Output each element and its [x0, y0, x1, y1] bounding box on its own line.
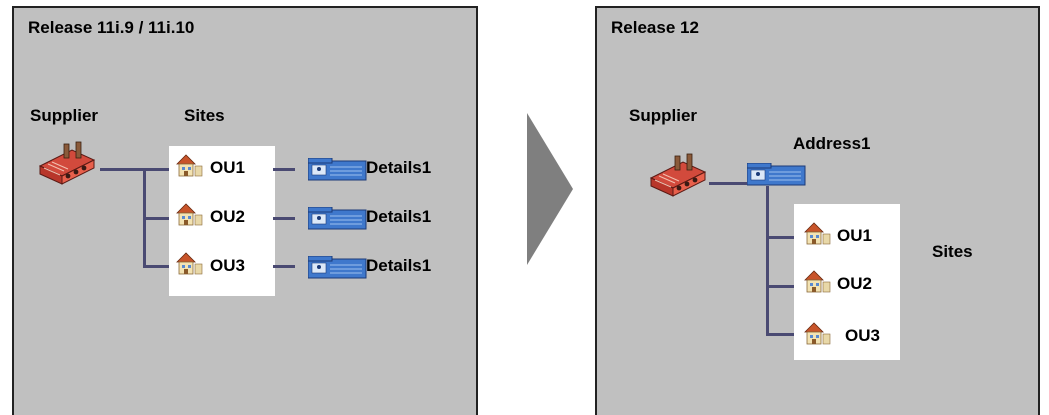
panel-title: Release 11i.9 / 11i.10: [28, 18, 195, 37]
house-icon: [804, 270, 831, 293]
panel-title: Release 12: [611, 18, 699, 37]
connector-line: [766, 285, 796, 288]
connector-line: [273, 168, 295, 171]
supplier-label: Supplier: [30, 106, 99, 125]
address-label: Address1: [793, 134, 871, 153]
connector-line: [100, 168, 146, 171]
supplier-label: Supplier: [629, 106, 698, 125]
connector-line: [143, 217, 173, 220]
connector-line: [766, 333, 796, 336]
house-icon: [176, 203, 203, 226]
address-card-icon: [747, 163, 806, 186]
site-label: OU2: [837, 274, 872, 293]
sites-label: Sites: [932, 242, 973, 261]
site-label: OU3: [210, 256, 245, 275]
site-label: OU1: [210, 158, 245, 177]
details-label: Details1: [366, 158, 432, 177]
details-label: Details1: [366, 207, 432, 226]
house-icon: [176, 154, 203, 177]
connector-line: [709, 182, 747, 185]
details-label: Details1: [366, 256, 432, 275]
sites-label: Sites: [184, 106, 225, 125]
site-label: OU1: [837, 226, 872, 245]
address-card-icon: [308, 256, 367, 279]
connector-line: [273, 265, 295, 268]
connector-line: [766, 186, 769, 336]
release-11i-panel: Release 11i.9 / 11i.10 Supplier Sites OU…: [12, 6, 478, 415]
transition-arrow-icon: [527, 113, 573, 265]
factory-icon: [39, 141, 95, 185]
address-card-icon: [308, 158, 367, 181]
site-label: OU3: [845, 326, 880, 345]
release-12-panel: Release 12 Supplier Address1 Sites OU1 O…: [595, 6, 1040, 415]
house-icon: [176, 252, 203, 275]
house-icon: [804, 322, 831, 345]
connector-line: [143, 265, 173, 268]
address-card-icon: [308, 207, 367, 230]
connector-line: [273, 217, 295, 220]
site-label: OU2: [210, 207, 245, 226]
connector-line: [143, 168, 173, 171]
house-icon: [804, 222, 831, 245]
connector-line: [766, 236, 796, 239]
factory-icon: [650, 153, 706, 197]
